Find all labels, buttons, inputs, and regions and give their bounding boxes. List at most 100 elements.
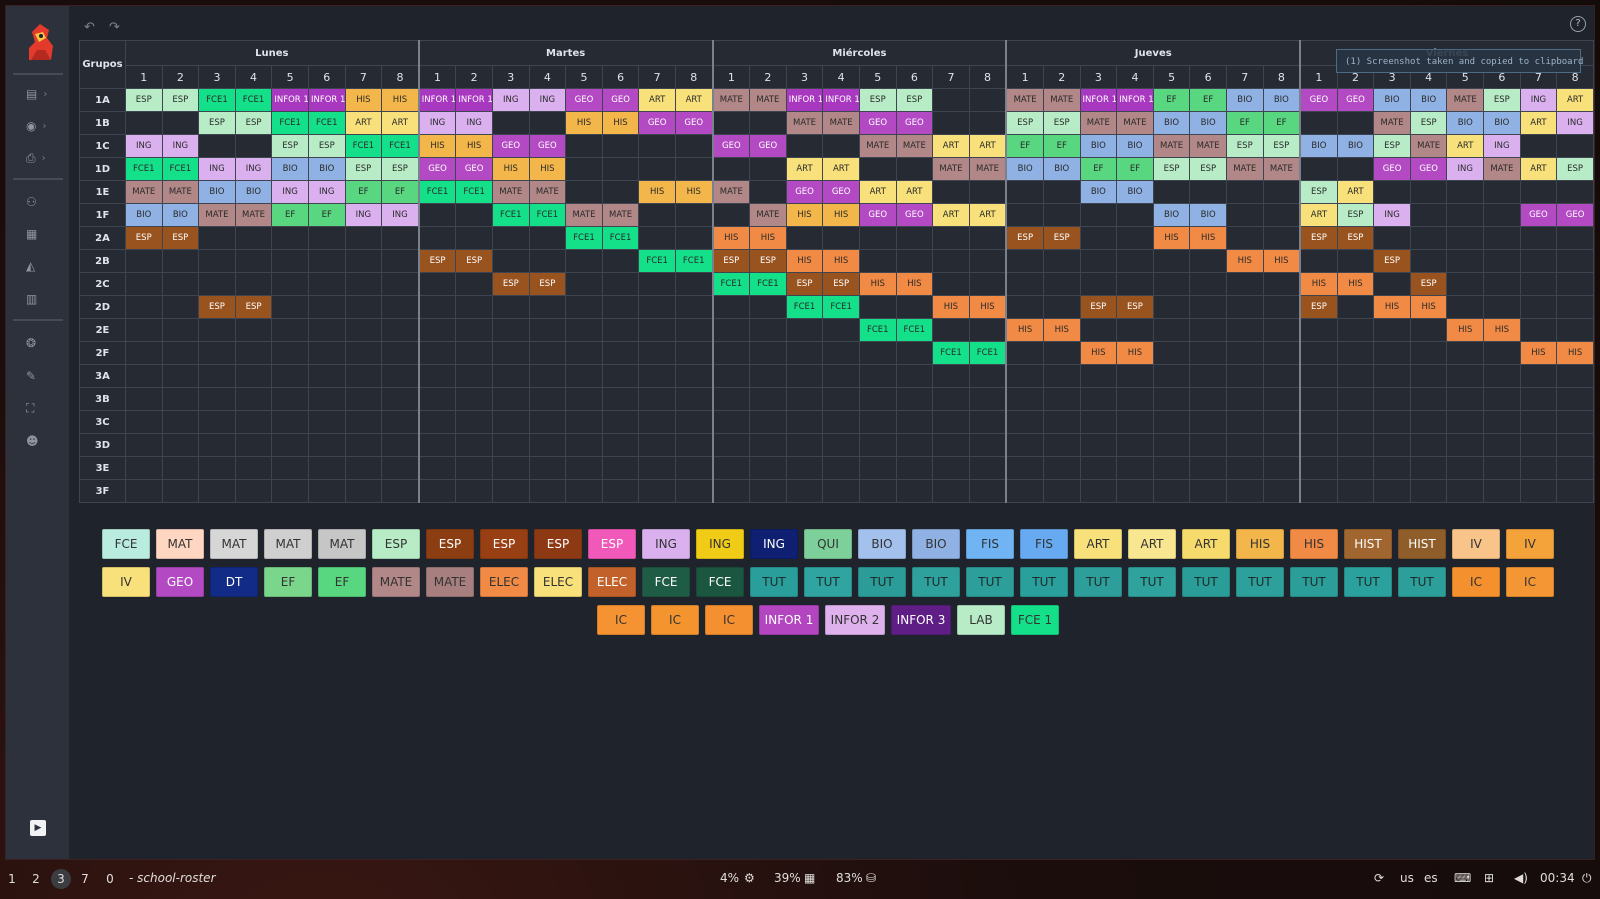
timetable-cell[interactable]: [638, 456, 676, 480]
lesson-block[interactable]: EF: [382, 181, 418, 203]
timetable-cell[interactable]: [638, 410, 676, 434]
timetable-cell[interactable]: FCE1: [455, 180, 493, 204]
timetable-cell[interactable]: [674, 157, 714, 181]
timetable-cell[interactable]: ART: [1519, 111, 1558, 135]
timetable-cell[interactable]: [198, 410, 236, 434]
timetable-cell[interactable]: [711, 341, 751, 365]
timetable-cell[interactable]: MATE: [711, 88, 751, 112]
lesson-block[interactable]: MATE: [933, 158, 969, 180]
lesson-block[interactable]: HIS: [1154, 227, 1189, 249]
lesson-block[interactable]: HIS: [456, 135, 492, 157]
timetable-cell[interactable]: [674, 410, 714, 434]
timetable-cell[interactable]: [1116, 364, 1154, 388]
timetable-cell[interactable]: [1446, 226, 1485, 250]
timetable-cell[interactable]: [234, 226, 273, 250]
timetable-cell[interactable]: HIS: [711, 226, 751, 250]
timetable-cell[interactable]: [271, 249, 309, 273]
timetable-cell[interactable]: [234, 479, 273, 503]
timetable-cell[interactable]: [858, 433, 897, 457]
timetable-cell[interactable]: [932, 226, 970, 250]
timetable-cell[interactable]: [124, 456, 163, 480]
timetable-cell[interactable]: [307, 249, 346, 273]
timetable-cell[interactable]: [785, 456, 824, 480]
timetable-cell[interactable]: [1446, 479, 1485, 503]
timetable-cell[interactable]: [1225, 318, 1264, 342]
timetable-cell[interactable]: EF: [1262, 111, 1301, 135]
timetable-cell[interactable]: HIS: [1336, 272, 1375, 296]
lesson-block[interactable]: GEO: [860, 112, 896, 134]
timetable-cell[interactable]: [417, 364, 457, 388]
lesson-block[interactable]: ESP: [1374, 135, 1410, 157]
timetable-cell[interactable]: [1005, 456, 1044, 480]
timetable-cell[interactable]: [161, 410, 200, 434]
timetable-cell[interactable]: [417, 226, 457, 250]
timetable-cell[interactable]: [417, 479, 457, 503]
timetable-cell[interactable]: [1005, 364, 1044, 388]
timetable-cell[interactable]: ESP: [1225, 134, 1264, 158]
timetable-cell[interactable]: FCE1: [344, 134, 383, 158]
lesson-block[interactable]: BIO: [1374, 89, 1410, 111]
lesson-block[interactable]: FCE1: [897, 319, 932, 341]
timetable-cell[interactable]: GEO: [455, 157, 493, 181]
timetable-cell[interactable]: [1189, 410, 1227, 434]
timetable-cell[interactable]: [1262, 180, 1301, 204]
timetable-cell[interactable]: [565, 456, 603, 480]
timetable-cell[interactable]: [234, 433, 273, 457]
timetable-cell[interactable]: BIO: [198, 180, 236, 204]
timetable-cell[interactable]: [1299, 318, 1338, 342]
timetable-cell[interactable]: [1005, 341, 1044, 365]
timetable-cell[interactable]: [344, 479, 383, 503]
timetable-cell[interactable]: [749, 456, 787, 480]
timetable-cell[interactable]: ING: [455, 111, 493, 135]
timetable-cell[interactable]: [565, 157, 603, 181]
timetable-cell[interactable]: [1483, 387, 1521, 411]
timetable-cell[interactable]: FCE1: [968, 341, 1007, 365]
timetable-cell[interactable]: [1225, 387, 1264, 411]
timetable-cell[interactable]: [1556, 364, 1594, 388]
lesson-block[interactable]: ART: [897, 181, 932, 203]
timetable-cell[interactable]: [271, 272, 309, 296]
timetable-cell[interactable]: [968, 249, 1007, 273]
timetable-cell[interactable]: MATE: [1409, 134, 1448, 158]
timetable-cell[interactable]: [491, 433, 530, 457]
timetable-cell[interactable]: [1446, 203, 1485, 227]
timetable-cell[interactable]: [1189, 295, 1227, 319]
lesson-block[interactable]: INFOR 1: [1117, 89, 1153, 111]
lesson-block[interactable]: HIS: [603, 112, 638, 134]
timetable-cell[interactable]: [1299, 249, 1338, 273]
timetable-cell[interactable]: BIO: [1336, 134, 1375, 158]
timetable-cell[interactable]: [1446, 341, 1485, 365]
lesson-block[interactable]: MATE: [603, 204, 638, 226]
lesson-block[interactable]: ESP: [1484, 89, 1520, 111]
timetable-cell[interactable]: [1152, 387, 1191, 411]
timetable-cell[interactable]: [234, 249, 273, 273]
subject-chip[interactable]: TUT: [1182, 567, 1230, 597]
timetable-cell[interactable]: [528, 364, 567, 388]
lesson-block[interactable]: ESP: [1227, 135, 1263, 157]
timetable-cell[interactable]: [344, 387, 383, 411]
timetable-cell[interactable]: [1409, 180, 1448, 204]
timetable-cell[interactable]: GEO: [858, 111, 897, 135]
lesson-block[interactable]: ING: [1374, 204, 1410, 226]
lesson-block[interactable]: INFOR 1: [420, 89, 455, 111]
lesson-block[interactable]: HIS: [1008, 319, 1043, 341]
timetable-cell[interactable]: [968, 180, 1007, 204]
timetable-cell[interactable]: [1519, 226, 1558, 250]
timetable-cell[interactable]: BIO: [1262, 88, 1301, 112]
timetable-cell[interactable]: HIS: [822, 203, 860, 227]
timetable-cell[interactable]: [1409, 456, 1448, 480]
timetable-cell[interactable]: HIS: [417, 134, 457, 158]
timetable-cell[interactable]: [785, 433, 824, 457]
timetable-cell[interactable]: [307, 295, 346, 319]
timetable-cell[interactable]: [1005, 433, 1044, 457]
lesson-block[interactable]: MATE: [970, 158, 1006, 180]
timetable-cell[interactable]: ING: [234, 157, 273, 181]
timetable-cell[interactable]: ESP: [1556, 157, 1594, 181]
timetable-cell[interactable]: BIO: [1373, 88, 1411, 112]
timetable-cell[interactable]: ART: [932, 134, 970, 158]
timetable-cell[interactable]: HIS: [1299, 272, 1338, 296]
timetable-cell[interactable]: [638, 387, 676, 411]
lesson-block[interactable]: GEO: [493, 135, 529, 157]
timetable-cell[interactable]: ESP: [455, 249, 493, 273]
lesson-block[interactable]: ESP: [1302, 181, 1337, 203]
